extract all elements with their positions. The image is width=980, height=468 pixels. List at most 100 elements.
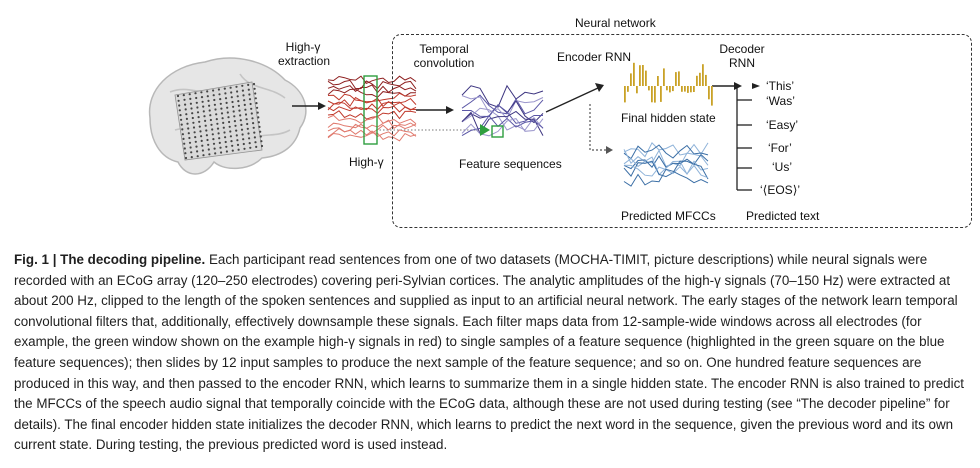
- hidden-state-bar: [711, 86, 713, 106]
- hidden-state-bar: [624, 86, 626, 103]
- predicted-word-2: ‘Was’: [766, 94, 795, 108]
- electrode: [200, 135, 203, 138]
- electrode: [219, 98, 222, 101]
- electrode: [208, 104, 211, 107]
- electrode: [200, 139, 203, 142]
- electrode: [214, 152, 217, 155]
- electrode: [235, 85, 238, 88]
- electrode: [257, 116, 260, 119]
- electrode: [242, 142, 245, 146]
- electrode: [236, 143, 240, 146]
- arrow-encoder-to-decoder: [712, 82, 742, 90]
- electrode: [231, 149, 234, 152]
- hidden-state-bar: [627, 86, 629, 92]
- electrode: [213, 147, 216, 150]
- electrode: [215, 113, 218, 116]
- hidden-state-bar: [669, 86, 671, 93]
- mfcc-trace: [623, 142, 709, 158]
- high-gamma-trace: [327, 84, 417, 94]
- electrode: [188, 141, 192, 144]
- caption-lead: Fig. 1 | The decoding pipeline.: [14, 252, 206, 267]
- electrode: [208, 153, 211, 156]
- electrode: [242, 94, 245, 97]
- temporal-convolution-line2: convolution: [413, 56, 475, 70]
- hidden-state-bar: [681, 86, 683, 92]
- electrode: [206, 138, 209, 142]
- decoder-tree: [736, 83, 760, 191]
- electrode: [225, 101, 228, 104]
- figure-diagram: Neural network High-γ extraction Tempora…: [148, 16, 972, 228]
- electrode: [202, 110, 205, 113]
- electrode: [225, 145, 228, 148]
- electrode: [228, 125, 231, 128]
- electrode: [260, 144, 264, 148]
- electrode: [248, 142, 251, 145]
- brain-illustration: [148, 57, 307, 175]
- electrode: [237, 104, 240, 107]
- electrode: [199, 130, 202, 133]
- electrode: [206, 95, 209, 98]
- electrode: [242, 138, 245, 141]
- electrode: [253, 131, 256, 134]
- high-gamma-trace: [327, 110, 417, 120]
- electrode: [233, 115, 236, 118]
- high-gamma-trace: [327, 79, 417, 90]
- electrode: [256, 111, 259, 114]
- temporal-convolution-line1: Temporal: [419, 42, 469, 56]
- final-hidden-state-bars: [624, 62, 713, 106]
- electrode: [239, 114, 242, 117]
- hidden-state-bar: [657, 76, 659, 86]
- electrode: [188, 136, 191, 140]
- electrode: [222, 126, 225, 129]
- electrode: [209, 118, 212, 122]
- electrode: [184, 108, 187, 111]
- electrode: [178, 109, 181, 112]
- electrode: [238, 109, 241, 112]
- electrode: [208, 109, 211, 112]
- electrode: [214, 108, 217, 111]
- electrode: [224, 92, 227, 95]
- hidden-state-bar: [699, 72, 701, 86]
- electrode: [180, 123, 183, 126]
- electrode: [224, 97, 228, 100]
- electrode: [231, 144, 234, 147]
- electrode: [239, 119, 242, 122]
- hidden-state-bar: [705, 74, 707, 86]
- electrode: [255, 102, 258, 105]
- electrode: [254, 92, 257, 95]
- electrode: [237, 148, 240, 151]
- electrode: [243, 147, 246, 150]
- electrode: [250, 112, 253, 115]
- hidden-state-bar: [642, 65, 644, 86]
- high-gamma-extraction-label: High-γ extraction: [278, 40, 330, 68]
- electrode: [224, 140, 227, 144]
- electrode: [183, 147, 186, 150]
- electrode: [184, 103, 187, 106]
- feature-sequence-trace: [461, 95, 544, 120]
- electrode: [243, 99, 246, 102]
- electrode: [196, 111, 200, 114]
- electrode: [236, 90, 239, 93]
- electrode: [204, 119, 207, 122]
- electrode: [254, 141, 257, 144]
- electrode: [240, 128, 244, 131]
- figure-graphics: [148, 57, 760, 191]
- neural-network-label: Neural network: [575, 16, 656, 30]
- electrode: [247, 88, 250, 91]
- electrode: [181, 133, 184, 136]
- electrode: [187, 132, 190, 135]
- electrode: [197, 116, 200, 119]
- electrode: [181, 128, 184, 131]
- electrode: [237, 100, 240, 103]
- electrode: [212, 142, 216, 145]
- electrode: [222, 121, 225, 124]
- electrode: [207, 99, 210, 102]
- high-gamma-trace: [327, 101, 417, 111]
- electrode: [236, 139, 239, 142]
- green-window: [363, 75, 378, 145]
- dotted-arrow-to-mfcc: [589, 104, 613, 154]
- electrode: [194, 136, 197, 139]
- high-gamma-trace: [327, 105, 417, 115]
- electrode: [244, 113, 248, 116]
- electrode: [190, 107, 193, 110]
